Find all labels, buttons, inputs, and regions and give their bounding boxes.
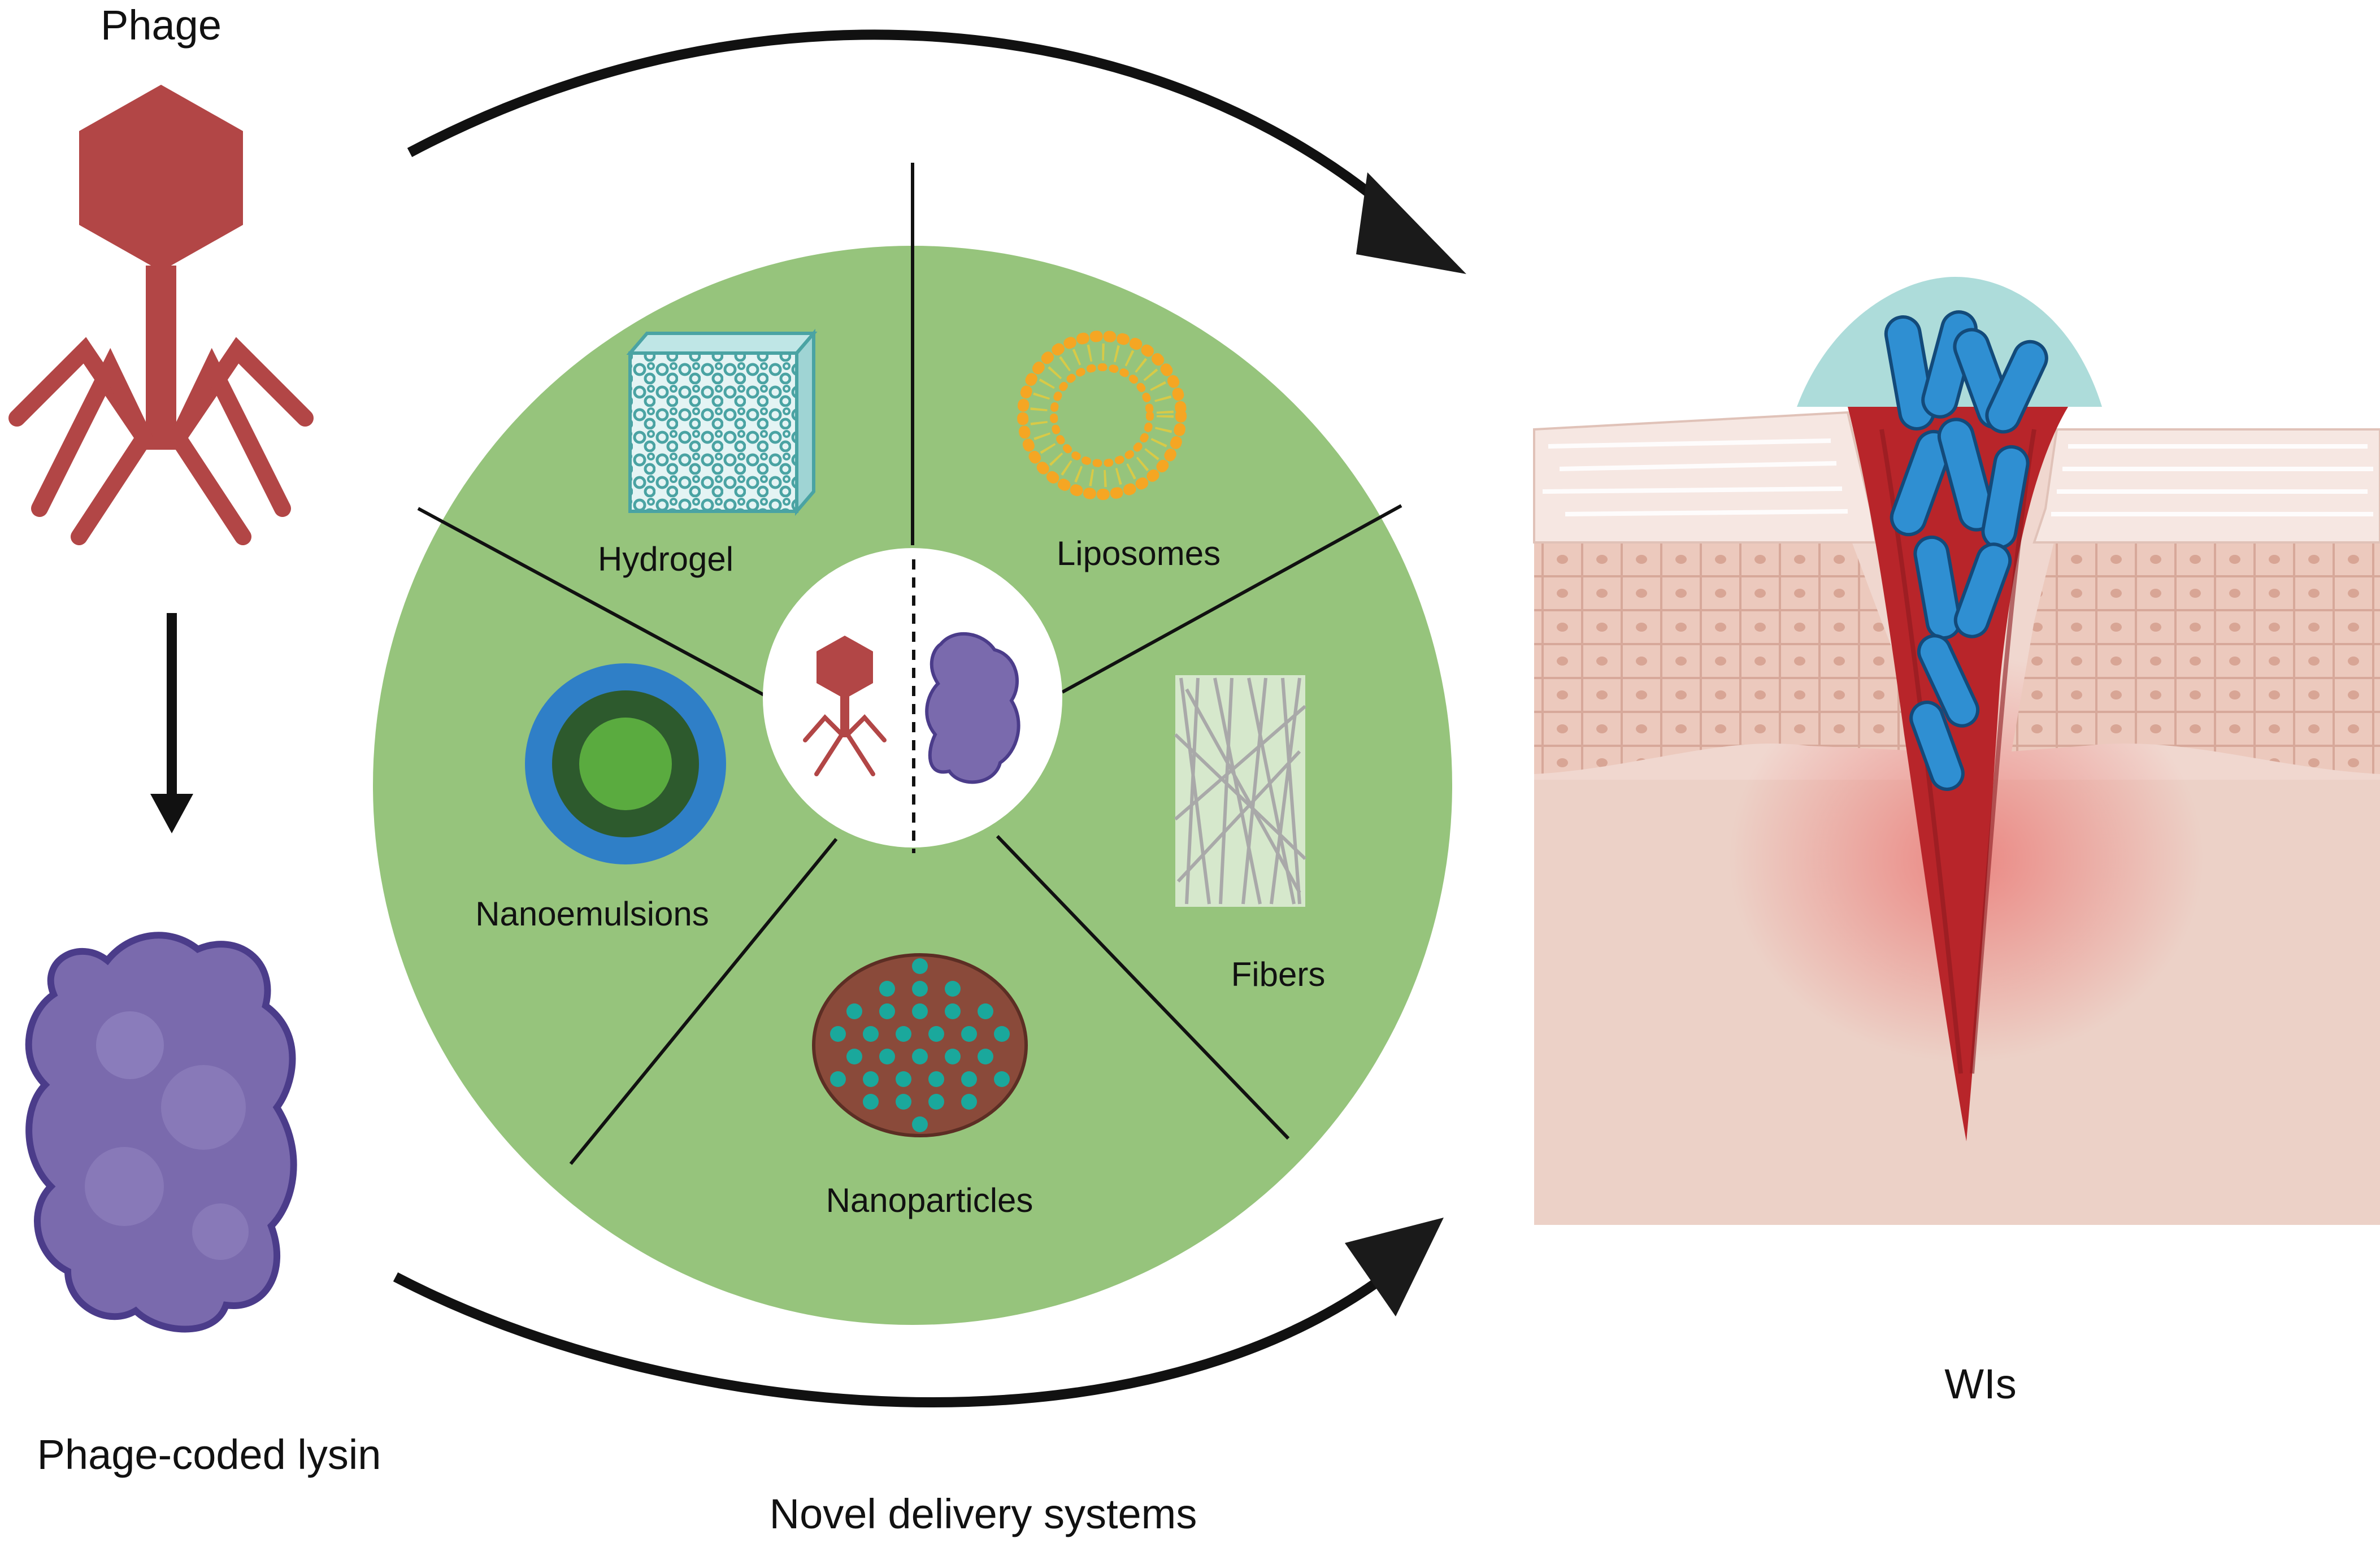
liposome-icon [1017,331,1187,500]
nanoparticle-icon [812,953,1028,1137]
segment-label-fibers: Fibers [1231,955,1326,993]
wound-label: WIs [1944,1361,2016,1407]
bacteria-cluster-icon [1884,310,2048,791]
lysin-protein-icon [25,932,297,1333]
phage-label: Phage [101,2,222,49]
delivery-label: Novel delivery systems [770,1490,1197,1537]
segment-label-liposomes: Liposomes [1057,534,1221,572]
fibers-icon [1174,675,1307,907]
segment-label-hydrogel: Hydrogel [598,540,733,578]
bottom-curved-arrow [393,1218,1444,1407]
nanoemulsion-icon [525,663,726,864]
lysin-label: Phage-coded lysin [37,1431,381,1478]
segment-label-nanoemulsions: Nanoemulsions [475,895,709,933]
phage-to-lysin-arrow [150,613,193,833]
segment-label-nanoparticles: Nanoparticles [826,1181,1033,1219]
center-phage-icon [803,636,887,776]
phage-icon [8,85,314,545]
hydrogel-cube-icon [626,328,818,516]
center-lysin-icon [925,632,1020,784]
top-curved-arrow [407,29,1466,274]
